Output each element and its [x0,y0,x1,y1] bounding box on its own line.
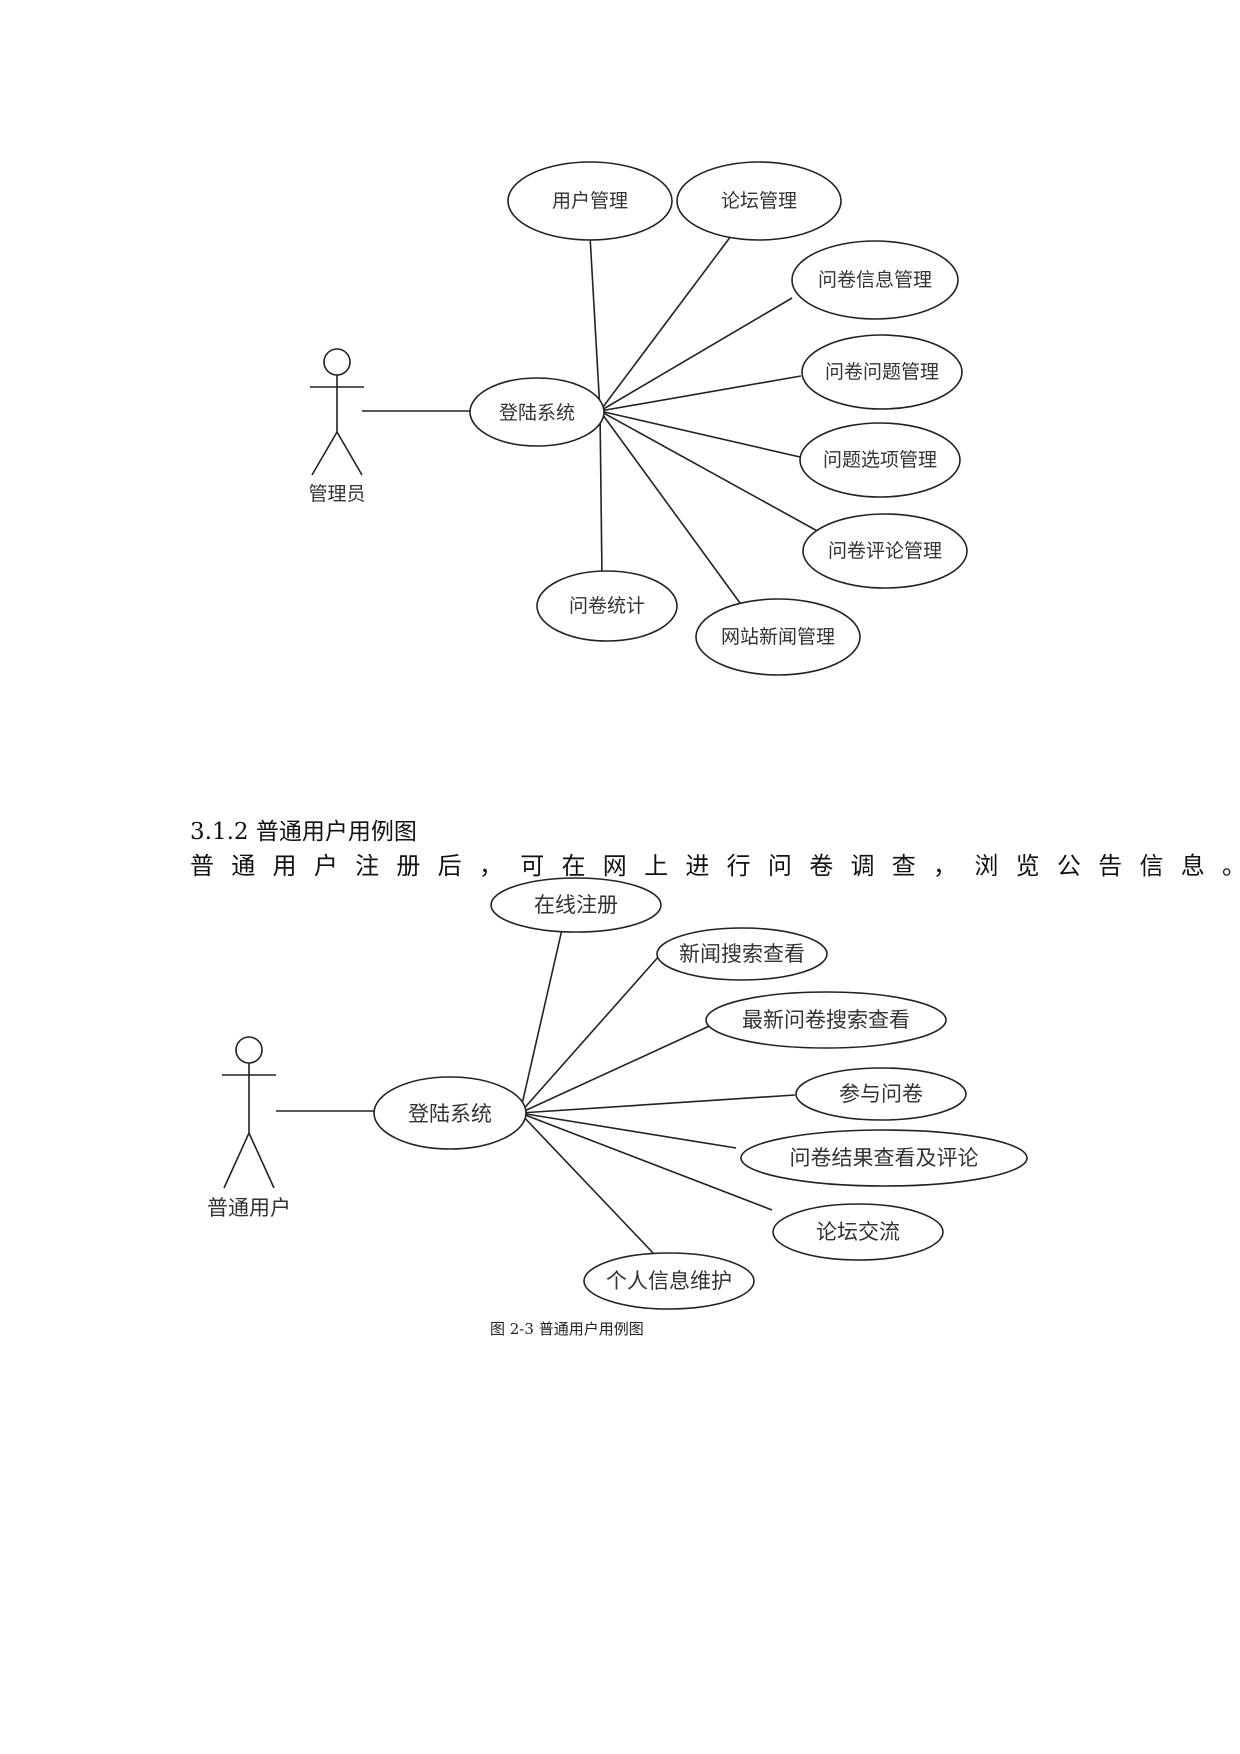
use-case-label: 个人信息维护 [606,1269,732,1293]
use-case-label: 问卷问题管理 [825,361,939,383]
use-case-label: 问卷统计 [569,595,645,617]
use-case-ellipse [583,1252,755,1310]
connector [519,1022,717,1114]
connector [599,410,822,534]
use-case-ellipse [490,877,662,933]
hub-ellipse [469,377,605,447]
admin-use-case-diagram: 管理员 登陆系统 用户管理 论坛管理 问卷信息管理 问卷问题管理 问题选项管理 … [308,161,968,676]
use-case-label: 问卷评论管理 [828,540,942,562]
user-hub-label: 登陆系统 [408,1102,492,1126]
use-case-label: 最新问卷搜索查看 [742,1008,910,1032]
use-case-label: 论坛交流 [816,1220,900,1244]
use-case-ellipse [795,1067,967,1121]
use-case-ellipse [695,598,861,676]
use-case-ellipse [676,161,842,241]
use-case-ellipse [740,1129,1028,1187]
connector [519,924,564,1114]
connector [519,1112,737,1149]
use-case-ellipse [772,1203,944,1261]
hub-ellipse [373,1076,527,1150]
use-case-label: 在线注册 [534,893,618,917]
connector [589,235,601,412]
use-case-ellipse [656,927,828,981]
connector [519,1094,796,1114]
connector [599,235,732,412]
use-case-label: 用户管理 [552,190,628,212]
use-case-ellipse [791,240,959,320]
use-case-label: 网站新闻管理 [721,626,835,648]
use-case-ellipse [536,570,678,642]
use-case-ellipse [705,991,947,1049]
connector [519,954,661,1114]
connector [599,410,801,458]
use-case-label: 问卷信息管理 [818,269,932,291]
connector [519,1112,656,1256]
user-actor-figure [222,1036,276,1189]
use-case-label: 参与问卷 [839,1082,923,1106]
use-case-ellipse [507,161,673,241]
section-heading: 3.1.2 普通用户用例图 [190,819,417,845]
use-case-label: 问卷结果查看及评论 [790,1146,979,1170]
user-actor-label: 普通用户 [207,1196,291,1220]
admin-actor-label: 管理员 [308,483,365,505]
figure-caption: 图 2-3 普通用户用例图 [490,1320,644,1338]
connector [599,410,741,604]
use-case-label: 新闻搜索查看 [679,942,805,966]
use-case-ellipse [802,513,968,589]
admin-hub-label: 登陆系统 [499,402,575,424]
use-case-ellipse [799,422,961,498]
connector [599,297,793,412]
connector [599,375,802,412]
admin-actor-figure [310,348,364,476]
use-case-label: 论坛管理 [721,190,797,212]
use-case-ellipse [801,334,963,410]
section-paragraph: 普通用户注册后，可在网上进行问卷调查，浏览公告信息。 [190,852,1240,880]
use-case-label: 问题选项管理 [823,449,937,471]
connector [599,410,603,579]
connector [519,1112,773,1211]
